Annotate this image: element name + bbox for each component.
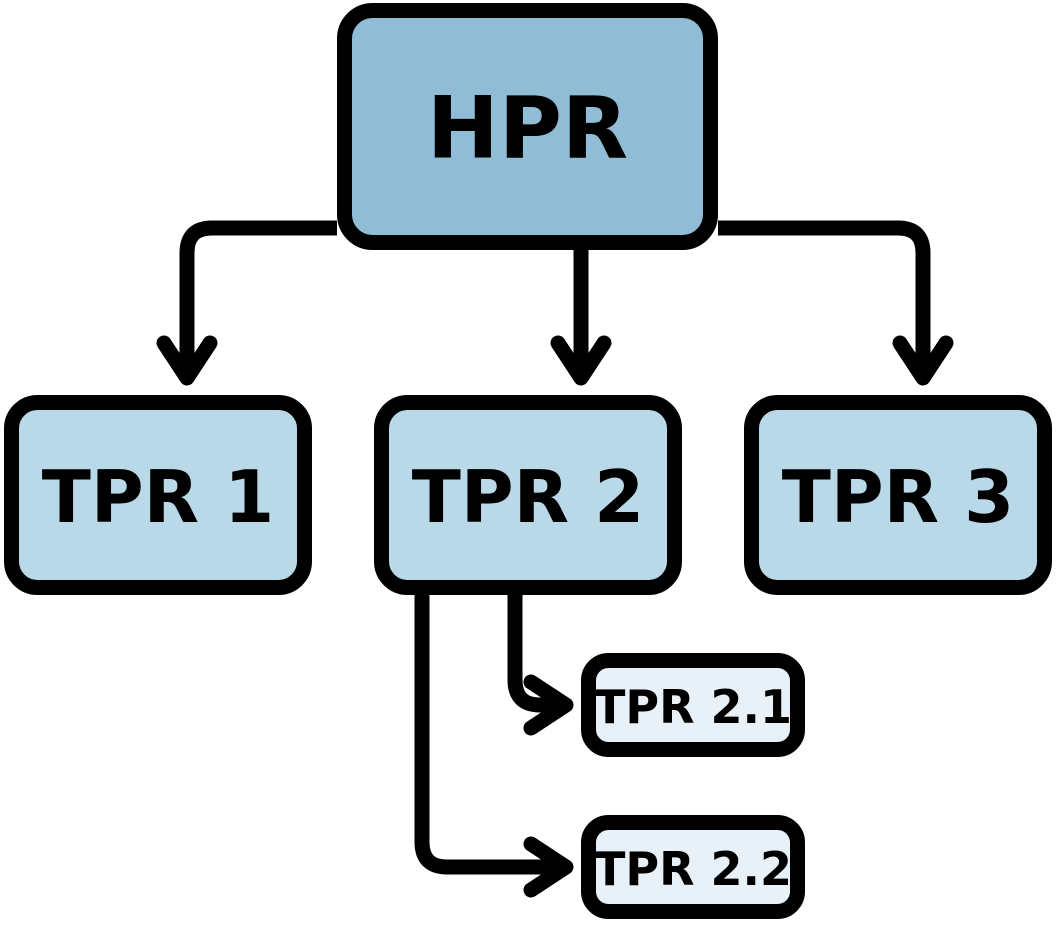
node-label-tpr22: TPR 2.2 — [594, 842, 792, 896]
node-label-tpr21: TPR 2.1 — [594, 680, 792, 734]
arrowhead-icon — [523, 674, 574, 736]
connector-line — [718, 220, 931, 380]
node-tpr3[interactable]: TPR 3 — [744, 395, 1052, 595]
connector-hpr-to-tpr1 — [156, 220, 337, 386]
connector-tpr2-to-tpr21 — [507, 595, 574, 736]
node-box-tpr21[interactable] — [581, 653, 805, 757]
node-label-hpr: HPR — [427, 79, 628, 179]
arrowhead-icon — [523, 836, 574, 898]
connector-line — [507, 595, 566, 713]
node-label-tpr2: TPR 2 — [412, 455, 645, 539]
connector-line — [179, 220, 337, 380]
connectors-group — [156, 220, 954, 898]
node-box-tpr22[interactable] — [581, 815, 805, 919]
connector-hpr-to-tpr2 — [550, 250, 612, 386]
arrowhead-icon — [156, 335, 218, 386]
node-tpr2[interactable]: TPR 2 — [374, 395, 682, 595]
node-tpr21[interactable]: TPR 2.1 — [581, 653, 805, 757]
connector-line — [414, 595, 566, 875]
node-tpr1[interactable]: TPR 1 — [4, 395, 312, 595]
node-hpr[interactable]: HPR — [337, 3, 718, 250]
node-tpr22[interactable]: TPR 2.2 — [581, 815, 805, 919]
connector-hpr-to-tpr3 — [718, 220, 954, 386]
connector-tpr2-to-tpr22 — [414, 595, 574, 898]
node-label-tpr1: TPR 1 — [42, 455, 275, 539]
arrowhead-icon — [892, 335, 954, 386]
node-box-tpr3[interactable] — [744, 395, 1052, 595]
node-box-hpr[interactable] — [337, 3, 718, 250]
arrowhead-icon — [550, 335, 612, 386]
node-box-tpr1[interactable] — [4, 395, 312, 595]
node-label-tpr3: TPR 3 — [782, 455, 1015, 539]
node-box-tpr2[interactable] — [374, 395, 682, 595]
